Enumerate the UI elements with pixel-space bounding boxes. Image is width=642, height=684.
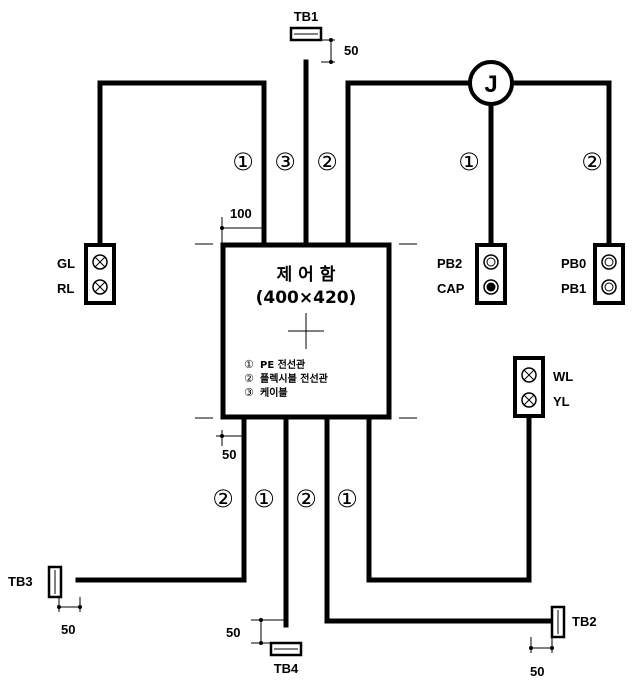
junction-label: J: [484, 71, 497, 98]
tb1-dimension: 50: [344, 43, 358, 58]
wire-box-to-tb3: [75, 415, 247, 583]
control-box: 제 어 함 (400×420) ① PE 전선관 ② 플렉시블 전선관 ③ 케이…: [195, 242, 417, 420]
rl-label: RL: [57, 281, 74, 296]
terminal-tb3: TB3 50: [8, 565, 82, 637]
wire-gl-rl-to-box: [97, 80, 267, 248]
legend-text-3: 케이블: [260, 386, 288, 399]
tb1-label: TB1: [294, 9, 319, 24]
wire-box-to-junction: [345, 80, 473, 248]
wire-marker: ①: [232, 149, 254, 176]
dim-dot: [329, 60, 333, 64]
tb3-dimension: 50: [61, 622, 75, 637]
device-gl-rl: GL RL: [57, 243, 116, 305]
tb4-dimension: 50: [226, 625, 240, 640]
lamp-cross-icon: [523, 369, 535, 381]
junction-box: J: [468, 60, 514, 106]
terminal-tb4: TB4 50: [226, 618, 303, 676]
dim-dot: [259, 618, 263, 622]
dim-dot: [329, 38, 333, 42]
legend-num-3: ③: [244, 387, 254, 399]
wire-marker: ③: [274, 149, 296, 176]
gl-label: GL: [57, 256, 75, 271]
lamp-cross-icon: [94, 281, 106, 293]
box-dimensions: 100 50: [216, 206, 264, 462]
dim-dot: [529, 646, 533, 650]
dim-dot: [259, 641, 263, 645]
wire-box-to-tb2: [324, 415, 555, 624]
terminal-tb2: TB2 50: [529, 605, 597, 679]
wire-marker: ①: [458, 149, 480, 176]
legend-num-2: ②: [244, 373, 254, 385]
device-wl-yl: WL YL: [513, 356, 573, 418]
wire-marker: ②: [316, 149, 338, 176]
wire-marker: ②: [581, 149, 603, 176]
wire-marker: ①: [253, 486, 275, 513]
pushbutton-inner-icon: [604, 257, 614, 267]
dim-dot: [220, 226, 224, 230]
pushbutton-inner-icon: [486, 257, 496, 267]
control-box-size: (400×420): [256, 288, 357, 308]
box-bottom-dimension: 50: [222, 447, 236, 462]
pushbutton-inner-icon: [604, 282, 614, 292]
tb2-label: TB2: [572, 614, 597, 629]
wire-marker: ②: [212, 486, 234, 513]
device-pb0-pb1: PB0 PB1: [561, 243, 625, 305]
wire-marker: ①: [336, 486, 358, 513]
legend-text-1: PE 전선관: [260, 358, 306, 371]
yl-label: YL: [553, 394, 570, 409]
tb2-dimension: 50: [530, 664, 544, 679]
wl-label: WL: [553, 369, 573, 384]
lamp-cross-icon: [523, 394, 535, 406]
tb3-label: TB3: [8, 574, 33, 589]
pb1-label: PB1: [561, 281, 586, 296]
terminal-tb1: TB1 50: [289, 9, 358, 64]
dim-dot: [220, 434, 224, 438]
legend-num-1: ①: [244, 359, 254, 371]
tb4-label: TB4: [274, 661, 299, 676]
pb0-label: PB0: [561, 256, 586, 271]
cap-label: CAP: [437, 281, 465, 296]
wire-marker: ②: [295, 486, 317, 513]
legend-text-2: 플렉시블 전선관: [260, 372, 329, 385]
cap-filled-icon: [486, 282, 496, 292]
device-pb2-cap: PB2 CAP: [437, 243, 507, 305]
wire-box-to-wl-yl: [366, 412, 532, 583]
control-box-title: 제 어 함: [277, 264, 336, 285]
dim-dot: [57, 605, 61, 609]
wires: [75, 59, 612, 628]
box-top-dimension: 100: [230, 206, 252, 221]
junction-circle: [468, 60, 514, 106]
wire-markers: ① ③ ② ① ② ② ① ② ①: [212, 149, 603, 513]
lamp-cross-icon: [94, 256, 106, 268]
dim-dot: [550, 646, 554, 650]
dim-dot: [78, 605, 82, 609]
pb2-label: PB2: [437, 256, 462, 271]
